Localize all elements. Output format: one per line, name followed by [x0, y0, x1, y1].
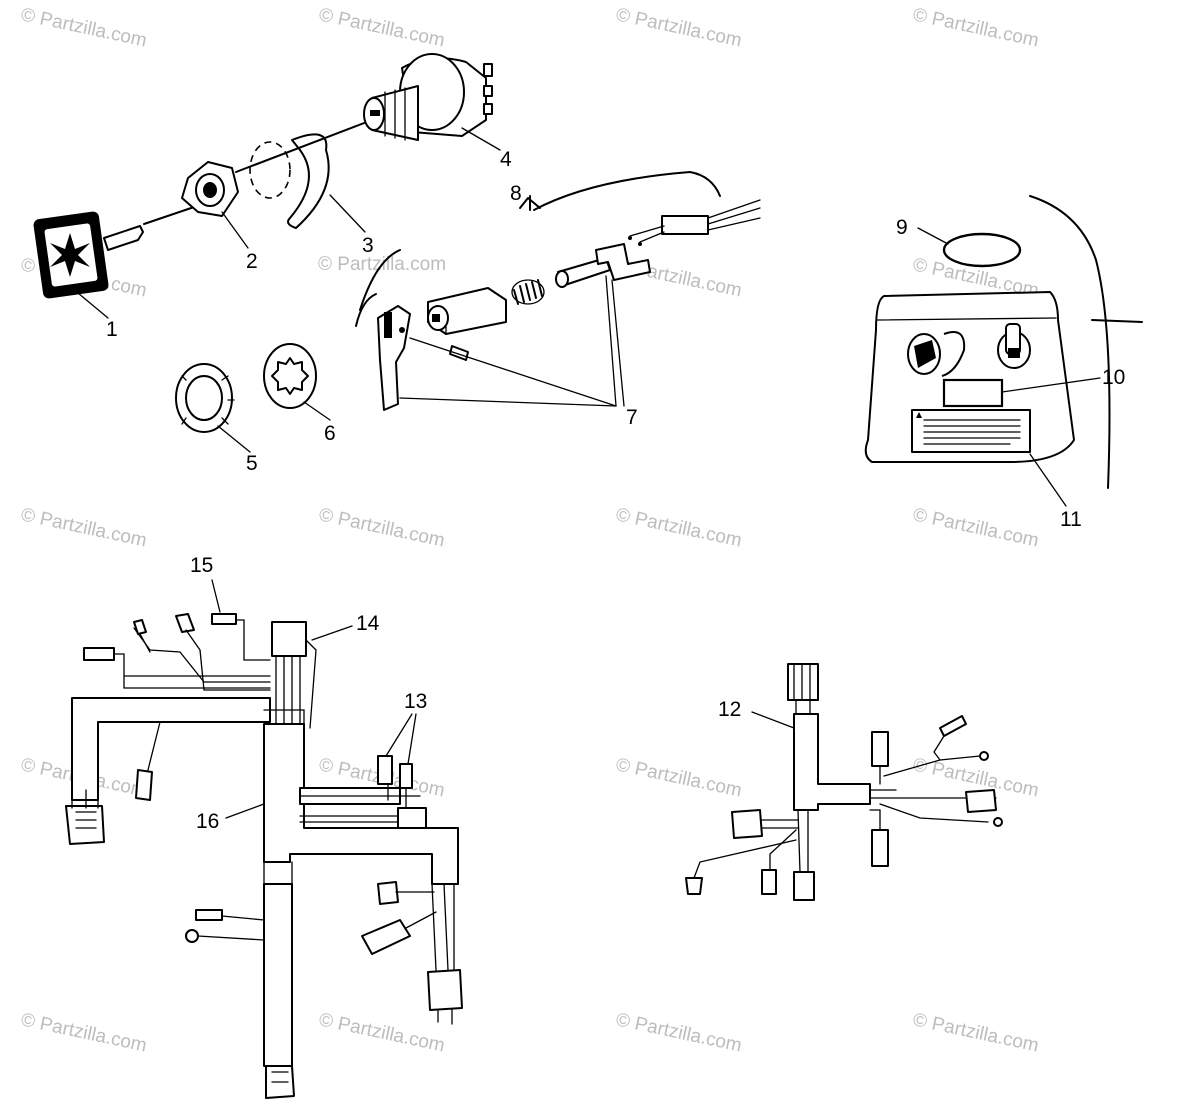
callout-4: 4	[500, 148, 512, 171]
part-7-leaders	[399, 275, 625, 407]
watermark: © Partzilla.com	[19, 4, 149, 51]
watermark: © Partzilla.com	[317, 1009, 447, 1056]
callout-12: 12	[718, 698, 741, 721]
dashed-washer	[249, 141, 291, 199]
part-11-warning-label[interactable]	[911, 409, 1031, 453]
part-2-nut[interactable]	[181, 161, 239, 217]
watermark: © Partzilla.com	[911, 4, 1041, 51]
watermark: © Partzilla.com	[614, 504, 744, 551]
watermark: © Partzilla.com	[19, 1009, 149, 1056]
callout-10: 10	[1102, 366, 1125, 389]
console-choke-knob[interactable]	[997, 323, 1031, 369]
watermarks: © Partzilla.com © Partzilla.com © Partzi…	[19, 4, 1041, 1056]
part-5-ring-nut[interactable]	[175, 363, 235, 433]
callout-2: 2	[246, 250, 258, 273]
watermark: © Partzilla.com	[614, 754, 744, 801]
callout-6: 6	[324, 422, 336, 445]
part-16-main-harness[interactable]	[65, 613, 463, 1099]
part-1-key[interactable]	[33, 204, 201, 299]
callout-9: 9	[896, 216, 908, 239]
part-10-decal[interactable]	[942, 378, 1004, 408]
part-4-ignition-switch[interactable]	[363, 53, 493, 141]
part-9-o-ring[interactable]	[942, 232, 1022, 268]
callout-3: 3	[362, 234, 374, 257]
callout-1: 1	[106, 318, 118, 341]
part-12-harness[interactable]	[685, 663, 1003, 901]
part-8-safety-switch-assembly[interactable]	[355, 171, 761, 411]
callout-16: 16	[196, 810, 219, 833]
part-6-lock-washer[interactable]	[263, 343, 317, 409]
callout-7: 7	[626, 406, 638, 429]
watermark: © Partzilla.com	[317, 4, 447, 51]
callout-15: 15	[190, 554, 213, 577]
callout-13: 13	[404, 690, 427, 713]
console-key-switch[interactable]	[907, 331, 966, 377]
callout-8: 8	[510, 182, 522, 205]
watermark: © Partzilla.com	[614, 254, 744, 301]
callout-11: 11	[1060, 508, 1082, 531]
part-3-curved-decal[interactable]	[287, 133, 330, 229]
watermark: © Partzilla.com	[911, 504, 1041, 551]
watermark: © Partzilla.com	[317, 504, 447, 551]
watermark: © Partzilla.com	[614, 1009, 744, 1056]
callout-5: 5	[246, 452, 258, 475]
watermark: © Partzilla.com	[911, 1009, 1041, 1056]
watermark: © Partzilla.com	[614, 4, 744, 51]
watermark: © Partzilla.com	[19, 504, 149, 551]
callout-14: 14	[356, 612, 380, 635]
